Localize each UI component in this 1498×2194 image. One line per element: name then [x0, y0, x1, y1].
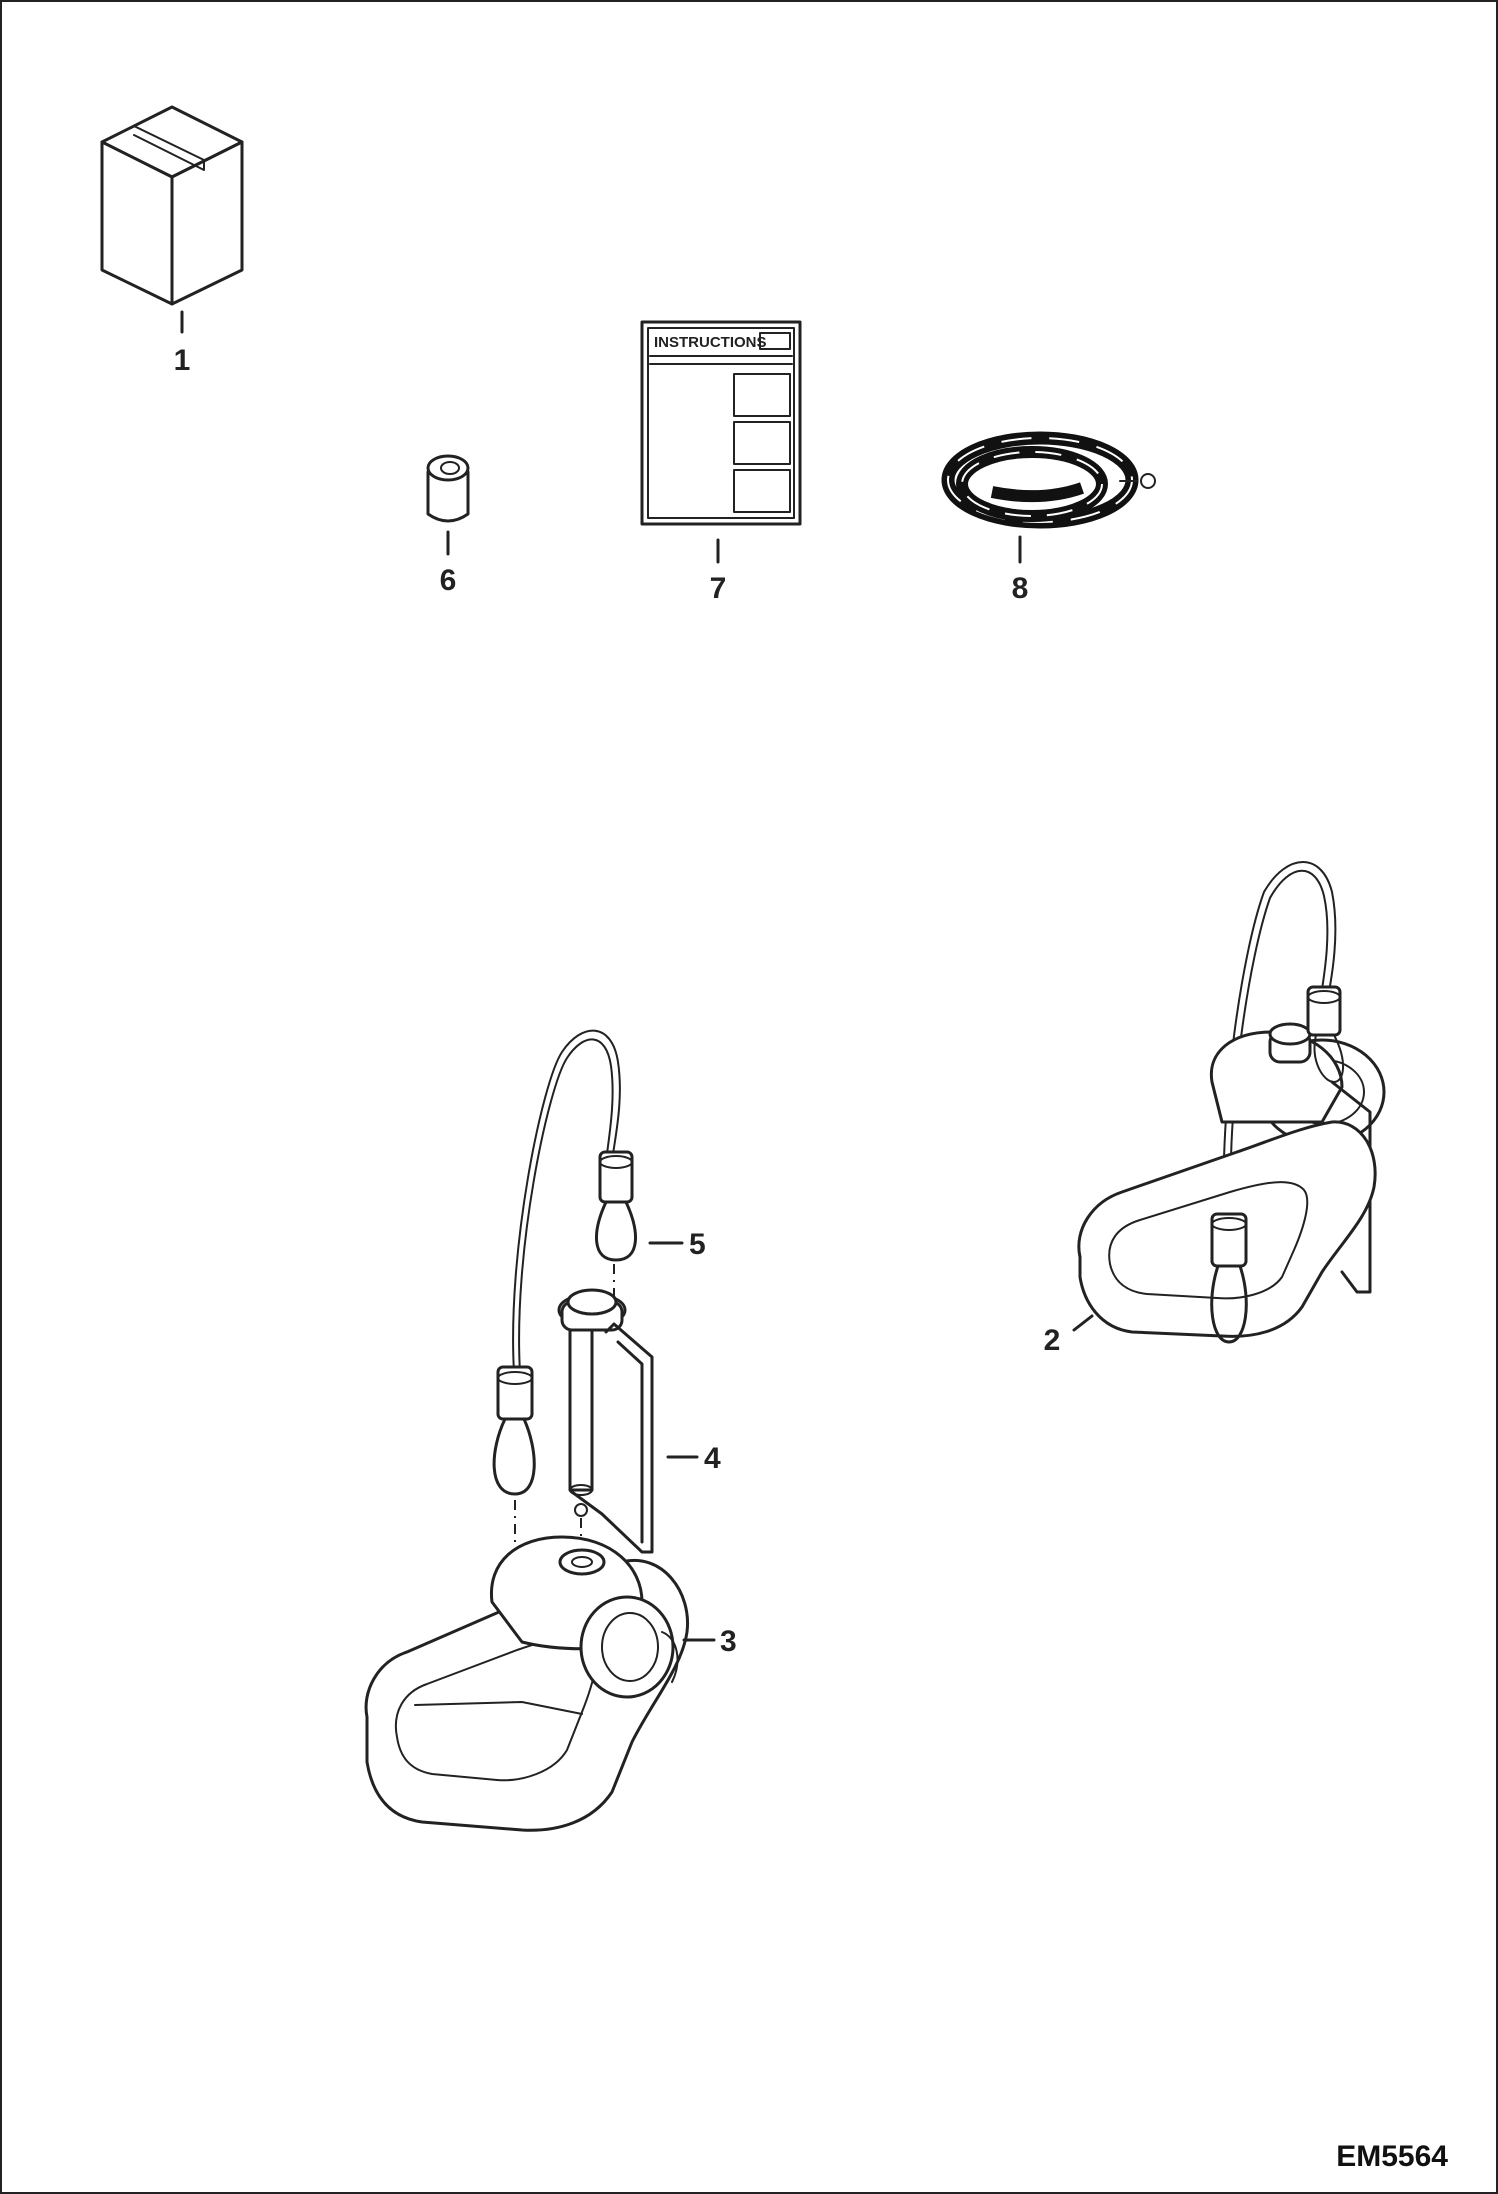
instructions-sheet-illustration: INSTRUCTIONS — [640, 320, 802, 564]
callout-5: 5 — [689, 1228, 706, 1261]
callout-8: 8 — [1012, 572, 1029, 605]
callout-2: 2 — [1044, 1324, 1061, 1357]
document-id: EM5564 — [1336, 2140, 1448, 2173]
callout-7: 7 — [710, 572, 727, 605]
callout-4: 4 — [704, 1442, 721, 1475]
callout-6: 6 — [440, 564, 457, 597]
hose-coil-illustration — [941, 431, 1156, 564]
callout-3: 3 — [720, 1625, 737, 1658]
instructions-label: INSTRUCTIONS — [654, 334, 767, 351]
exploded-hitch-assembly — [364, 1029, 690, 1832]
sleeve-illustration — [426, 454, 470, 556]
leader-2 — [1072, 1314, 1094, 1332]
callout-1: 1 — [174, 344, 191, 377]
kit-box-illustration — [100, 105, 244, 334]
assembled-hitch-illustration — [1077, 861, 1386, 1344]
